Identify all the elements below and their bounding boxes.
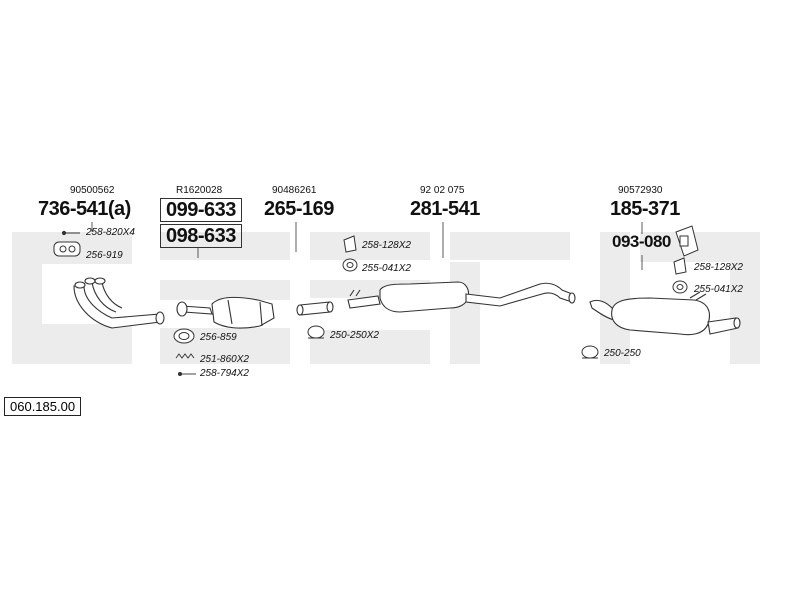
rubber-mount-icon bbox=[672, 280, 688, 294]
bolt-icon bbox=[61, 230, 80, 236]
small-part-label: 250-250 bbox=[604, 348, 641, 359]
clamp-icon bbox=[307, 325, 325, 339]
leader-lines bbox=[91, 222, 643, 270]
small-part-label: 255-041X2 bbox=[362, 263, 411, 274]
part-number-boxed: 099-633 bbox=[160, 198, 242, 222]
rear-bracket-icon bbox=[675, 225, 699, 257]
small-part-label: 256-919 bbox=[86, 250, 123, 261]
small-part-label: 256-859 bbox=[200, 332, 237, 343]
hanger-icon bbox=[673, 257, 687, 275]
ref-number: R1620028 bbox=[176, 185, 223, 196]
part-number: 736-541(a) bbox=[38, 198, 131, 220]
ref-number: 92 02 075 bbox=[420, 185, 465, 196]
catalytic-converter bbox=[176, 296, 275, 329]
part-number-boxed: 098-633 bbox=[160, 224, 242, 248]
ref-number: 90500562 bbox=[70, 185, 115, 196]
part-number: 093-080 bbox=[612, 232, 671, 251]
connecting-tube bbox=[296, 301, 334, 316]
bolt-icon bbox=[177, 371, 196, 377]
diagram-code: 060.185.00 bbox=[4, 397, 82, 416]
ring-gasket-icon bbox=[173, 328, 195, 344]
part-number: 265-169 bbox=[264, 198, 334, 220]
small-part-label: 250-250X2 bbox=[330, 330, 379, 341]
small-part-label: 255-041X2 bbox=[694, 284, 743, 295]
hanger-icon bbox=[343, 235, 357, 253]
clamp-icon bbox=[581, 345, 599, 359]
small-part-label: 258-794X2 bbox=[200, 368, 249, 379]
front-pipe bbox=[73, 277, 165, 329]
middle-silencer bbox=[347, 281, 576, 313]
part-number: 281-541 bbox=[410, 198, 480, 220]
small-part-label: 251-860X2 bbox=[200, 354, 249, 365]
part-number: 185-371 bbox=[610, 198, 680, 220]
small-part-label: 258-820X4 bbox=[86, 227, 135, 238]
rubber-mount-icon bbox=[342, 258, 358, 272]
small-part-label: 258-128X2 bbox=[362, 240, 411, 251]
small-part-label: 258-128X2 bbox=[694, 262, 743, 273]
spring-icon bbox=[175, 353, 195, 359]
ref-number: 90486261 bbox=[272, 185, 317, 196]
rear-silencer bbox=[589, 291, 741, 336]
ref-number: 90572930 bbox=[618, 185, 663, 196]
gasket-icon bbox=[53, 241, 81, 257]
